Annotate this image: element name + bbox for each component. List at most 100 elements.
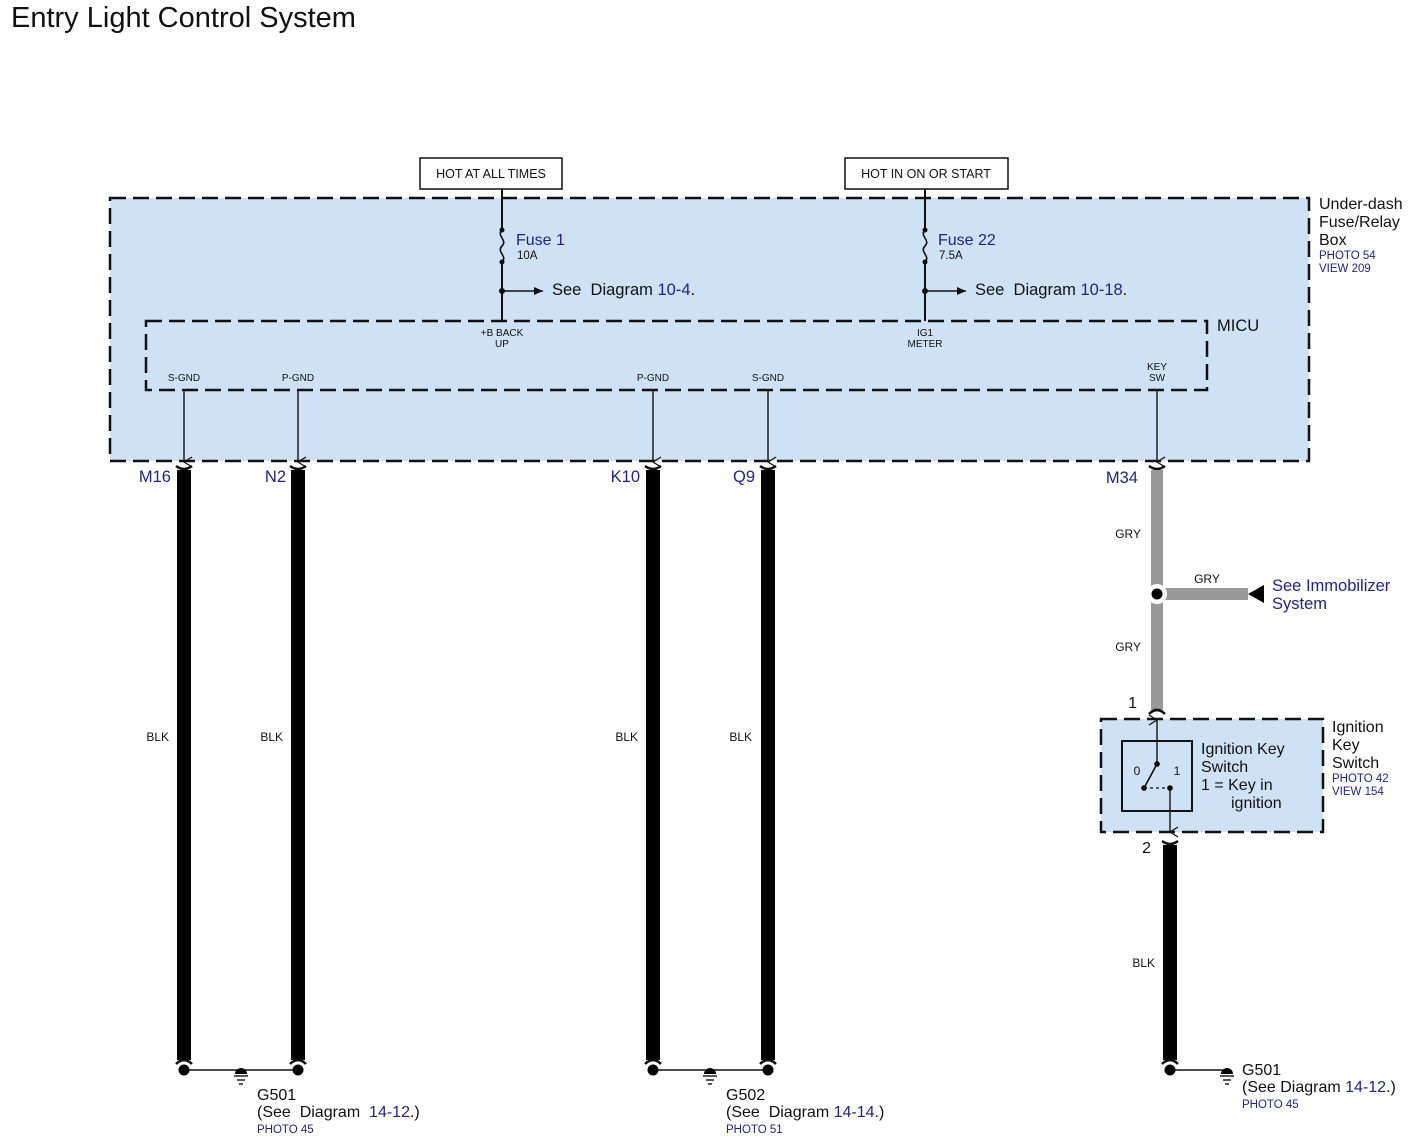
fuse-22-rating: 7.5A <box>939 250 963 262</box>
see-diagram-text: (See Diagram <box>257 1104 369 1121</box>
ground-icon <box>1220 1068 1234 1085</box>
pin-2-label: 2 <box>1142 840 1151 857</box>
wire-color-label: BLK <box>1132 956 1155 970</box>
ground-g501-right: G501 (See Diagram 14-12.) PHOTO 45 <box>1220 1062 1396 1111</box>
fuse-relay-box <box>108 196 1311 463</box>
fuse-box-photo-link[interactable]: PHOTO 54 <box>1319 250 1376 262</box>
power-source-label: HOT AT ALL TIMES <box>436 167 546 181</box>
diagram-14-12-link[interactable]: 14-12 <box>369 1104 410 1121</box>
wire-color-label: BLK <box>729 730 752 744</box>
ground-g502: G502 (See Diagram 14-14.) PHOTO 51 <box>647 1064 884 1136</box>
micu-input-b-backup: +B BACK UP <box>481 328 524 350</box>
ground-photo-link[interactable]: PHOTO 45 <box>1242 1099 1299 1111</box>
wire-color-label: GRY <box>1115 640 1141 654</box>
ignition-switch-label: Ignition Key Switch PHOTO 42 VIEW 154 <box>1332 719 1389 798</box>
terminal-label-sw: SW <box>1149 373 1166 384</box>
fuse-1-rating: 10A <box>517 250 538 262</box>
micu-input-ig1-meter: IG1 METER <box>908 328 943 350</box>
terminal-label-s-gnd: S-GND <box>168 373 200 384</box>
ground-see-diagram: (See Diagram 14-12.) <box>257 1104 420 1121</box>
fuse-22-name: Fuse 22 <box>938 232 996 249</box>
connector-m16-label[interactable]: M16 <box>139 468 171 486</box>
switch-position-1: 1 <box>1174 764 1181 778</box>
fuse-1-see-diagram: See Diagram 10-4. <box>552 281 695 299</box>
power-source-hot-at-all-times: HOT AT ALL TIMES <box>419 157 563 190</box>
fuse-1-circuit: Fuse 1 10A See Diagram 10-4. <box>499 189 695 321</box>
fuse-1-name: Fuse 1 <box>516 232 565 249</box>
switch-contacts <box>1141 714 1179 838</box>
see-diagram-text: (See Diagram <box>726 1104 834 1121</box>
diagram-10-4-link[interactable]: 10-4 <box>657 281 690 299</box>
switch-description-line: 1 = Key in <box>1201 777 1273 794</box>
terminal-label: IG1 <box>917 328 934 339</box>
ground-name: G501 <box>257 1087 296 1104</box>
switch-description-line: Ignition Key <box>1201 741 1285 758</box>
fuse-box-name-line: Under-dash <box>1319 196 1403 213</box>
switch-name-line: Ignition <box>1332 719 1384 736</box>
switch-name-line: Key <box>1332 737 1360 754</box>
fuse-22-see-diagram: See Diagram 10-18. <box>975 281 1127 299</box>
fuse-box-view-link[interactable]: VIEW 209 <box>1319 263 1371 275</box>
terminal-label: UP <box>495 339 509 350</box>
ignition-key-switch-box <box>1099 717 1325 834</box>
terminal-label-p-gnd: P-GND <box>282 373 314 384</box>
pin-1-label: 1 <box>1128 695 1137 712</box>
see-diagram-text: See Diagram <box>975 281 1080 299</box>
see-diagram-text: (See Diagram <box>1242 1079 1345 1096</box>
ground-name: G501 <box>1242 1062 1281 1079</box>
switch-view-link[interactable]: VIEW 154 <box>1332 786 1384 798</box>
fuse-box-name-line: Fuse/Relay <box>1319 214 1400 231</box>
see-immobilizer-system-link[interactable]: See Immobilizer System <box>1272 577 1391 613</box>
ground-g501-left: G501 (See Diagram 14-12.) PHOTO 45 <box>178 1064 420 1136</box>
wire-color-label: GRY <box>1194 572 1220 586</box>
switch-description: Ignition Key Switch 1 = Key in ignition <box>1201 741 1285 812</box>
switch-description-line: ignition <box>1231 795 1282 812</box>
wire-color-label: BLK <box>146 730 169 744</box>
fuse-box-label: Under-dash Fuse/Relay Box PHOTO 54 VIEW … <box>1319 196 1403 275</box>
wire-k10 <box>644 464 662 1065</box>
power-source-hot-in-on-or-start: HOT IN ON OR START <box>844 157 1009 190</box>
ground-name: G502 <box>726 1087 765 1104</box>
terminal-label-key: KEY <box>1147 362 1167 373</box>
wire-m16 <box>175 464 193 1065</box>
micu-label: MICU <box>1217 317 1259 335</box>
connector-n2-label[interactable]: N2 <box>265 468 286 486</box>
immobilizer-link-line[interactable]: See Immobilizer <box>1272 577 1391 595</box>
immobilizer-arrow-icon <box>1248 585 1264 603</box>
power-source-label: HOT IN ON OR START <box>861 167 991 181</box>
fuse-22-symbol <box>922 229 928 263</box>
see-diagram-suffix: . <box>691 281 696 299</box>
terminal-label: METER <box>908 339 943 350</box>
diagram-title: Entry Light Control System <box>11 2 356 34</box>
ground-photo-link[interactable]: PHOTO 51 <box>726 1124 783 1136</box>
terminal-label-p-gnd: P-GND <box>637 373 669 384</box>
wire-color-label: GRY <box>1115 527 1141 541</box>
see-diagram-suffix: . <box>1123 281 1128 299</box>
switch-photo-link[interactable]: PHOTO 42 <box>1332 773 1389 785</box>
connector-m34-label[interactable]: M34 <box>1106 469 1138 487</box>
diagram-14-12-link[interactable]: 14-12 <box>1345 1079 1386 1096</box>
switch-description-line: Switch <box>1201 759 1248 776</box>
connector-q9-label[interactable]: Q9 <box>733 468 755 486</box>
wire-m34-gray <box>1147 464 1264 715</box>
see-diagram-suffix: .) <box>1386 1079 1396 1096</box>
ground-see-diagram: (See Diagram 14-12.) <box>1242 1079 1396 1096</box>
diagram-14-14-link[interactable]: 14-14 <box>834 1104 875 1121</box>
see-diagram-suffix: .) <box>410 1104 420 1121</box>
micu-box <box>144 319 1209 392</box>
ground-photo-link[interactable]: PHOTO 45 <box>257 1124 314 1136</box>
switch-position-0: 0 <box>1134 764 1141 778</box>
wire-q9 <box>759 464 777 1065</box>
fuse-box-name-line: Box <box>1319 232 1347 249</box>
switch-name-line: Switch <box>1332 755 1379 772</box>
terminal-label-s-gnd: S-GND <box>752 373 784 384</box>
fuse-1-symbol <box>499 229 505 263</box>
see-diagram-text: See Diagram <box>552 281 657 299</box>
ground-icon <box>703 1068 717 1085</box>
terminal-label: +B BACK <box>481 328 524 339</box>
immobilizer-link-line[interactable]: System <box>1272 595 1327 613</box>
wire-n2 <box>289 464 307 1065</box>
connector-k10-label[interactable]: K10 <box>611 468 640 486</box>
diagram-10-18-link[interactable]: 10-18 <box>1080 281 1122 299</box>
